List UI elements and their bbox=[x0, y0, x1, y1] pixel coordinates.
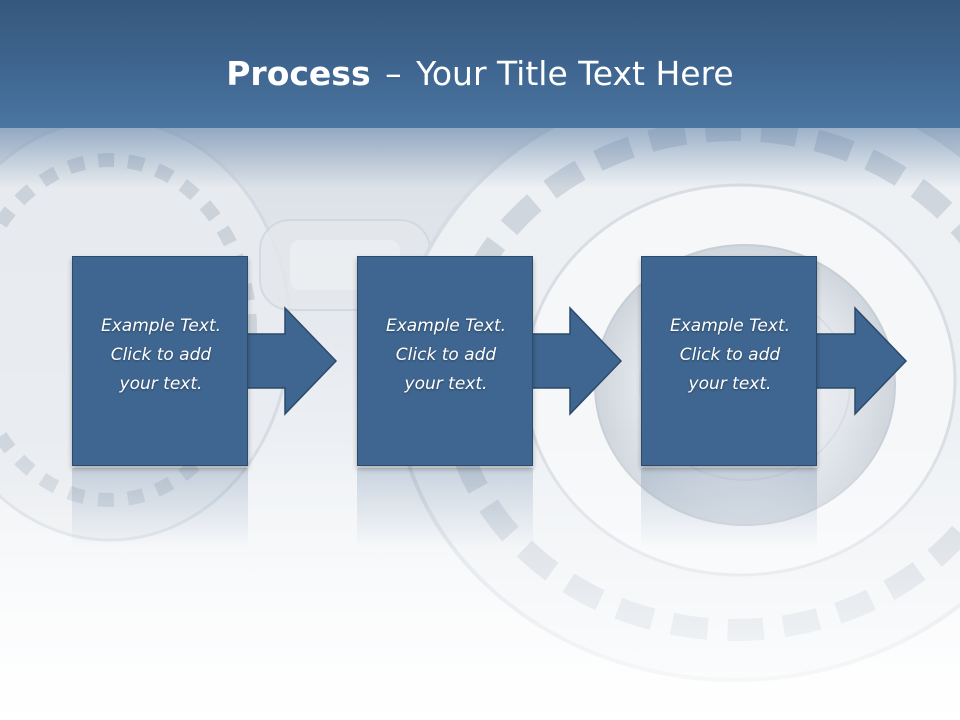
right-arrow-icon bbox=[240, 306, 338, 416]
right-arrow-icon bbox=[525, 306, 623, 416]
step-3-line-1: Example Text. bbox=[669, 316, 791, 336]
title-bold-text: Process bbox=[226, 54, 371, 93]
step-1-line-3: your text. bbox=[119, 374, 203, 394]
right-arrow-icon bbox=[810, 306, 908, 416]
step-1-text: Example Text. Click to add your text. bbox=[73, 312, 249, 399]
step-2-line-1: Example Text. bbox=[385, 316, 507, 336]
slide-title[interactable]: Process – Your Title Text Here bbox=[0, 52, 960, 96]
title-rest-text: Your Title Text Here bbox=[416, 54, 734, 93]
step-3-text: Example Text. Click to add your text. bbox=[642, 312, 818, 399]
step-3-reflection bbox=[641, 468, 817, 548]
step-2-text: Example Text. Click to add your text. bbox=[358, 312, 534, 399]
step-1-box[interactable]: Example Text. Click to add your text. bbox=[72, 256, 248, 466]
step-2-reflection bbox=[357, 468, 533, 548]
step-1-line-2: Click to add bbox=[110, 345, 212, 365]
step-3-line-2: Click to add bbox=[679, 345, 781, 365]
step-1-reflection bbox=[72, 468, 248, 548]
step-3-line-3: your text. bbox=[688, 374, 772, 394]
step-3-box[interactable]: Example Text. Click to add your text. bbox=[641, 256, 817, 466]
title-bar-fade bbox=[0, 128, 960, 188]
title-dash: – bbox=[385, 54, 402, 93]
title-bar bbox=[0, 0, 960, 128]
step-2-box[interactable]: Example Text. Click to add your text. bbox=[357, 256, 533, 466]
step-2-line-2: Click to add bbox=[395, 345, 497, 365]
step-1-line-1: Example Text. bbox=[100, 316, 222, 336]
step-2-line-3: your text. bbox=[404, 374, 488, 394]
